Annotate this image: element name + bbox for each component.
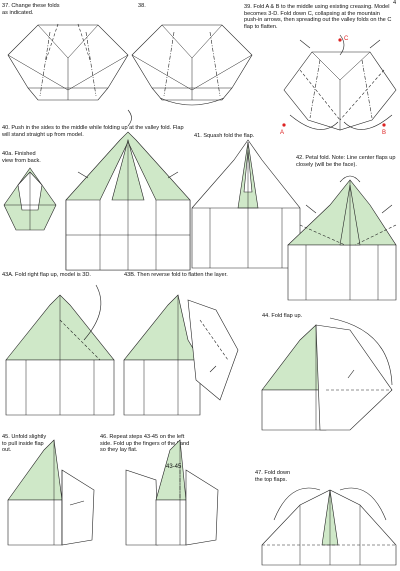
step-44-label: 44. Fold flap up. — [262, 313, 303, 319]
page-number: 4 — [393, 0, 397, 6]
step-46-figure: 43-45 — [125, 439, 219, 546]
step-43b-label: 43B. Then reverse fold to flatten the la… — [124, 272, 228, 278]
step-37-label: 37. Change these folds as indicated. — [2, 3, 60, 16]
step-42-label: 42. Petal fold. Note: Line center flaps … — [296, 155, 396, 168]
step-40-label: 40. Push in the sides to the middle whil… — [2, 125, 184, 138]
step-37-figure — [7, 23, 129, 101]
step-45-figure — [7, 439, 95, 546]
step-ref-label: 43-45 — [166, 464, 182, 470]
step-40a-figure — [3, 167, 57, 231]
step-45-label: 45. Unfold slightly to pull inside flap … — [2, 434, 47, 454]
step-38-label: 38. — [138, 3, 146, 9]
step-40a-label: 40a. Finished view from back. — [2, 151, 41, 164]
step-44-figure — [261, 317, 393, 431]
step-43b-figure — [123, 294, 239, 416]
marker-c: C — [344, 36, 349, 42]
step-40-figure — [65, 109, 191, 271]
marker-a: A — [280, 130, 284, 136]
step-39-figure: A B C — [280, 34, 397, 136]
step-43a-label: 43A. Fold right flap up, model is 3D. — [2, 272, 91, 278]
step-47-label: 47. Fold down the top flaps. — [255, 470, 291, 483]
step-39-label: 39. Fold A & B to the middle using exist… — [244, 4, 392, 30]
step-38-figure — [131, 24, 253, 106]
step-46-label: 46. Repeat steps 43-45 on the left side.… — [100, 434, 190, 454]
step-43a-figure — [5, 284, 115, 416]
step-42-figure — [287, 175, 397, 301]
step-41-figure — [191, 139, 301, 269]
marker-b: B — [382, 130, 386, 136]
step-41-label: 41. Squash fold the flap. — [194, 133, 255, 139]
step-47-figure — [261, 487, 397, 566]
